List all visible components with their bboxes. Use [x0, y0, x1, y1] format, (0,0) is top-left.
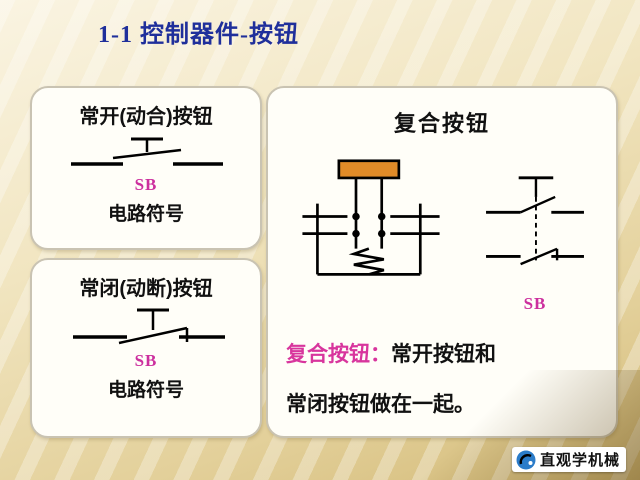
normally-closed-caption: 电路符号 — [107, 380, 184, 401]
watermark-logo: 直观学机械 — [511, 447, 626, 472]
logo-text: 直观学机械 — [539, 452, 620, 469]
compound-sb-label: SB — [523, 294, 547, 313]
page-title: 1-1 控制器件-按钮 — [98, 22, 299, 48]
compound-description: 复合按钮：常开按钮和 常闭按钮做在一起。 — [286, 330, 604, 430]
compound-description-line2: 常闭按钮做在一起。 — [286, 393, 475, 416]
normally-closed-heading: 常闭(动断)按钮 — [79, 278, 213, 300]
compound-description-line1: 常开按钮和 — [391, 343, 496, 366]
normally-open-contact-icon — [71, 137, 223, 166]
compound-description-lead: 复合按钮： — [286, 343, 391, 366]
logo-icon — [516, 450, 536, 469]
normally-open-box: 常开(动合)按钮 SB 电路符号 — [30, 86, 262, 250]
normally-open-caption: 电路符号 — [107, 204, 184, 225]
compound-structure-diagram — [302, 159, 440, 276]
compound-heading: 复合按钮 — [393, 111, 490, 136]
normally-closed-sb-label: SB — [134, 351, 158, 370]
normally-open-sb-label: SB — [134, 175, 158, 194]
compound-button-box: 复合按钮 — [266, 86, 618, 438]
compound-contact-icon — [486, 176, 584, 266]
normally-open-heading: 常开(动合)按钮 — [79, 106, 213, 128]
normally-closed-contact-icon — [73, 308, 225, 345]
normally-closed-box: 常闭(动断)按钮 SB 电路符号 — [30, 258, 262, 438]
